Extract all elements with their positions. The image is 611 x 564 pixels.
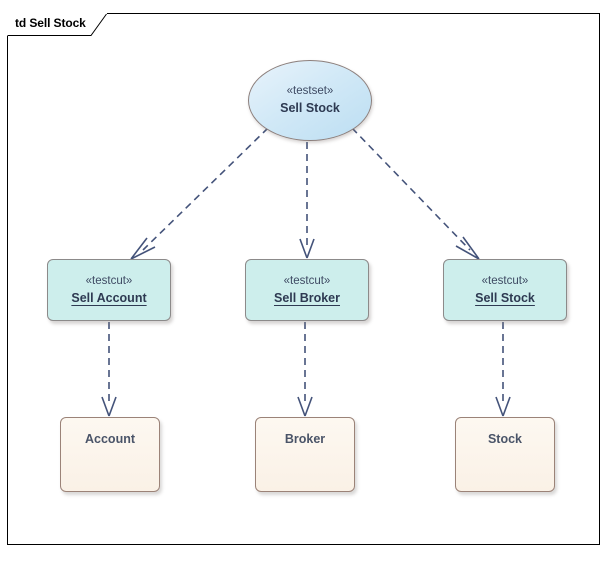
testcut-stereotype: «testcut» [85,275,133,287]
testset-name: Sell Stock [280,101,340,115]
testset-stereotype: «testset» [286,85,334,97]
class-name: Account [85,432,135,446]
class-node-broker[interactable]: Broker [255,417,355,492]
testcut-name: Sell Stock [475,291,535,305]
testcut-stereotype: «testcut» [481,275,529,287]
frame-title-tab: td Sell Stock [7,13,107,36]
class-name: Broker [284,432,326,446]
testcut-name: Sell Account [71,291,147,305]
testcut-node-sell-stock[interactable]: «testcut» Sell Stock [443,259,567,321]
testcut-node-sell-account[interactable]: «testcut» Sell Account [47,259,171,321]
testcut-node-sell-broker[interactable]: «testcut» Sell Broker [245,259,369,321]
class-node-stock[interactable]: Stock [455,417,555,492]
testset-node-sell-stock[interactable]: «testset» Sell Stock [248,60,372,141]
class-name: Stock [487,432,523,446]
testcut-name: Sell Broker [273,291,340,305]
class-node-account[interactable]: Account [60,417,160,492]
frame-title-label: td Sell Stock [15,16,86,30]
testcut-stereotype: «testcut» [283,275,331,287]
